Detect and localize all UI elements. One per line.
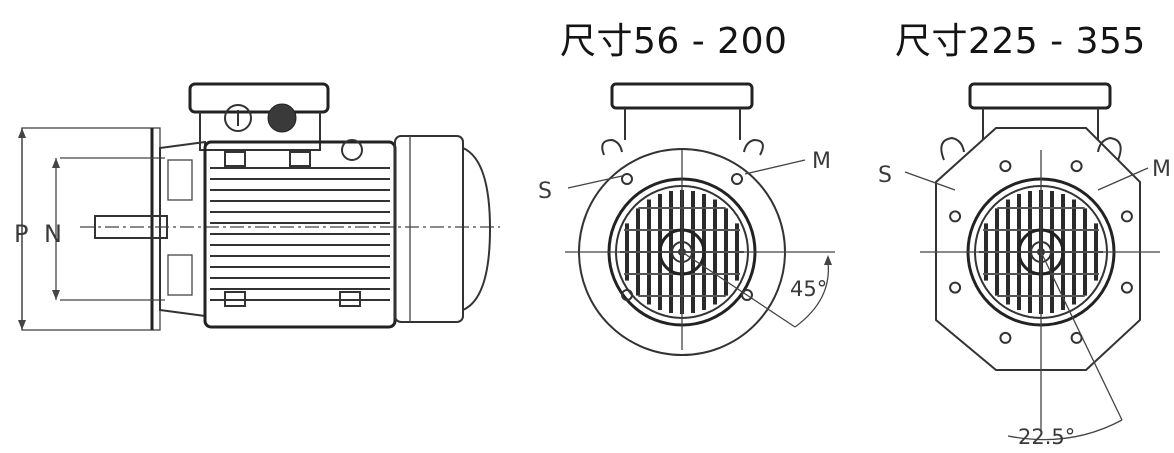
mounting-holes-2 — [949, 160, 1133, 344]
angle-line-45 — [681, 251, 796, 328]
mounting-hole — [1070, 160, 1083, 173]
cable-gland-left — [224, 104, 252, 132]
lifting-lug-right-1 — [743, 138, 764, 156]
angle-line-22-5 — [1040, 251, 1123, 421]
m-leader-1 — [744, 159, 806, 175]
mounting-hole — [949, 281, 962, 294]
label-angle-45: 45° — [790, 277, 827, 301]
label-m-1: M — [812, 149, 831, 174]
mounting-hole — [1070, 331, 1083, 344]
cable-gland-right — [267, 103, 297, 133]
frame-lug-1 — [224, 151, 246, 167]
fan-cover — [394, 135, 464, 323]
frame-lug-4 — [339, 291, 361, 307]
mounting-hole — [949, 210, 962, 223]
shield-rib-bottom — [167, 254, 193, 296]
mounting-hole — [731, 173, 743, 185]
label-n: N — [44, 220, 62, 248]
terminal-box-walls-1 — [624, 108, 741, 140]
side-view: P N — [14, 82, 500, 331]
mounting-holes-1 — [621, 173, 753, 301]
lifting-eye — [341, 139, 363, 161]
terminal-box-body — [199, 112, 321, 151]
m-leader-2 — [1097, 167, 1149, 191]
mounting-hole — [999, 160, 1012, 173]
label-p: P — [14, 220, 28, 248]
terminal-box-lid-1 — [610, 82, 754, 110]
angle-arrow-45 — [824, 255, 832, 265]
fan-cover-cap — [462, 147, 492, 311]
terminal-box-lid — [188, 82, 330, 114]
mounting-hole — [741, 289, 753, 301]
frame-lug-3 — [224, 291, 246, 307]
mounting-hole — [1120, 281, 1133, 294]
mounting-hole — [1120, 210, 1133, 223]
cooling-fins — [210, 167, 390, 301]
flange-octagon-2 — [935, 127, 1141, 371]
heading-size-56-200: 尺寸56 - 200 — [560, 21, 788, 62]
front-view-56-200: S M 45° — [538, 82, 835, 356]
mounting-hole — [621, 173, 633, 185]
lifting-lug-left-2 — [940, 136, 965, 161]
mounting-hole — [999, 331, 1012, 344]
frame-lug-2 — [289, 151, 311, 167]
lifting-lug-right-2 — [1097, 136, 1122, 161]
angle-arc-22-5 — [1007, 419, 1123, 441]
terminal-box-lid-2 — [968, 82, 1112, 110]
label-angle-22-5: 22.5° — [1018, 425, 1075, 449]
label-s-1: S — [538, 179, 552, 204]
lifting-lug-left-1 — [601, 138, 623, 156]
heading-size-225-355: 尺寸225 - 355 — [895, 21, 1146, 62]
shield-rib-top — [167, 159, 193, 201]
s-leader-2 — [904, 171, 956, 191]
mounting-hole — [621, 289, 633, 301]
angle-arc-45 — [794, 261, 830, 328]
front-view-225-355: S M 22.5° — [878, 82, 1171, 449]
s-leader-1 — [567, 175, 623, 189]
terminal-box-walls-2 — [982, 108, 1099, 140]
label-s-2: S — [878, 163, 892, 188]
label-m-2: M — [1152, 157, 1171, 182]
